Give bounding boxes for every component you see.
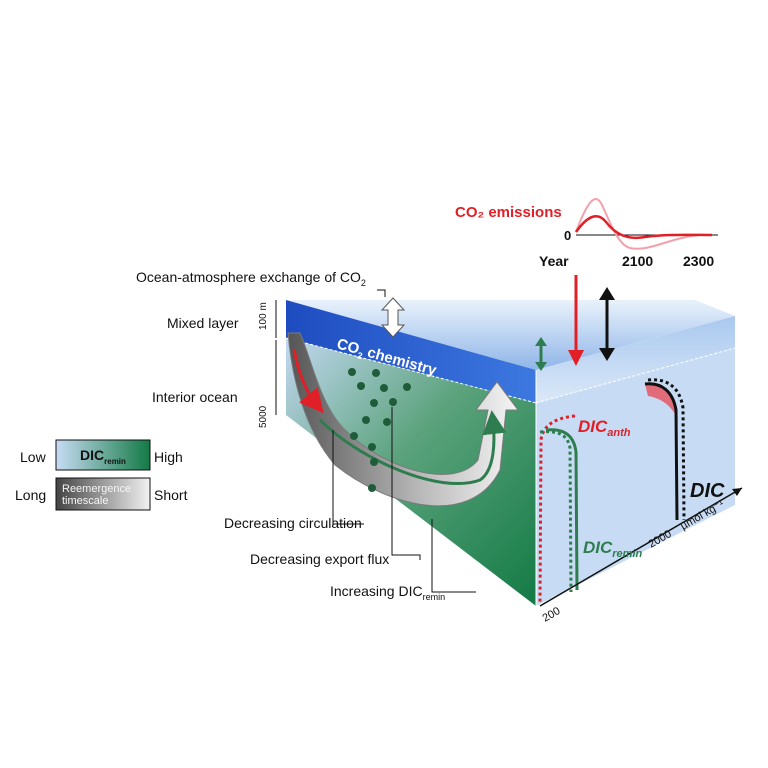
black-exchange-arrowhead-up [599,287,615,300]
legend-low-label: Low [20,449,47,465]
axis-label-200: 200 [541,605,563,625]
dic-dashed [647,378,686,521]
dic-remin-solid [545,428,579,591]
emissions-curve-pink [575,198,701,250]
dic-anth-area [645,383,678,420]
legend-short-label: Short [154,487,188,503]
profile-x-axis-arrowhead [732,488,742,496]
green-exchange-arrowhead-down [535,362,547,371]
mixed-layer-boundary-right [535,347,736,404]
legend-timescale-line1: Reemergence [62,483,131,495]
exchange-leader-line [377,289,386,297]
depth-bottom-label: 5000 [258,405,269,428]
legend-timescale-bar [55,477,151,511]
mixed-layer-front [286,300,536,403]
dic-solid [644,382,679,521]
interior-right-face [536,348,735,606]
mixed-layer-label: Mixed layer [167,315,239,331]
depth-top-label: 100 m [258,302,269,330]
red-emissions-arrowhead [568,350,584,366]
green-exchange-arrowhead-up [535,337,547,346]
increasing-dic-label: Increasing DICremin [330,583,445,602]
dic-leader-line [431,519,476,593]
emissions-x-end: 2300 [683,253,714,269]
legend-dic-label: DICremin [80,447,126,466]
profile-x-axis [539,487,743,607]
emissions-curve-red [574,215,713,239]
legend-high-label: High [154,449,183,465]
green-circulation-arrow [318,410,507,485]
dic-remin-dashed [539,430,573,593]
black-exchange-arrowhead-down [599,348,615,361]
white-exchange-arrow [380,297,406,338]
dic-label: DIC [690,480,725,502]
emissions-x-mid: 2100 [622,253,653,269]
decreasing-export-label: Decreasing export flux [250,551,389,567]
mixed-layer-right [536,316,735,403]
export-leader-line [391,407,421,560]
interior-ocean-label: Interior ocean [152,389,238,405]
export-flux-particles [348,368,411,492]
emissions-zero-label: 0 [564,228,571,243]
red-downwelling-arrow [292,348,324,414]
decreasing-circulation-label: Decreasing circulation [224,515,362,531]
dic-anth-label: DICanth [578,417,631,439]
exchange-label: Ocean-atmosphere exchange of CO2 [136,269,366,288]
emissions-x-start: Year [539,253,569,269]
legend-dic-bar [55,439,151,471]
legend-long-label: Long [15,487,46,503]
reemergence-arrow [287,332,519,507]
emissions-title: CO₂ emissions [455,204,562,221]
circulation-leader-line [332,430,364,525]
dic-remin-label: DICremin [583,538,643,560]
legend-timescale-line2: timescale [62,495,108,507]
